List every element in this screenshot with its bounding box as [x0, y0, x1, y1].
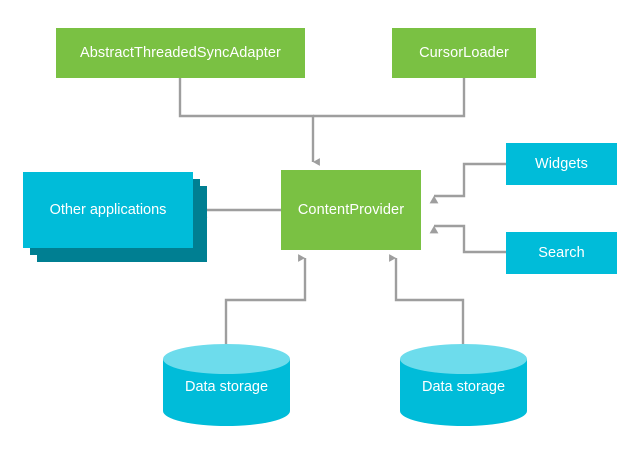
node-cursor-loader[interactable]: CursorLoader [392, 28, 536, 78]
connector-search-to-content-provider [429, 224, 506, 254]
cylinder-top [400, 344, 527, 374]
cylinder-top [163, 344, 290, 374]
connector-sync-adapter-to-content-provider [178, 78, 320, 166]
node-label: CursorLoader [419, 44, 509, 61]
connector-data-storage-right-to-content-provider [389, 254, 465, 352]
node-label: Widgets [534, 155, 589, 172]
node-label: AbstractThreadedSyncAdapter [80, 44, 281, 61]
connector-cursor-loader-to-content-provider [313, 78, 466, 118]
node-label: Data storage [421, 379, 506, 395]
connector-data-storage-left-to-content-provider [224, 254, 307, 352]
node-label: ContentProvider [297, 201, 405, 218]
node-label: Search [538, 244, 585, 261]
node-data-storage-right[interactable]: Data storage [400, 344, 527, 426]
node-label: Other applications [49, 202, 167, 218]
node-search[interactable]: Search [506, 232, 617, 274]
node-data-storage-left[interactable]: Data storage [163, 344, 290, 426]
node-content-provider[interactable]: ContentProvider [281, 170, 421, 250]
node-abstract-threaded-sync-adapter[interactable]: AbstractThreadedSyncAdapter [56, 28, 305, 78]
node-other-applications[interactable]: Other applications [23, 172, 207, 262]
connector-widgets-to-content-provider [429, 162, 506, 204]
node-label: Data storage [184, 379, 269, 395]
stack-front-card: Other applications [23, 172, 193, 248]
node-widgets[interactable]: Widgets [506, 143, 617, 185]
